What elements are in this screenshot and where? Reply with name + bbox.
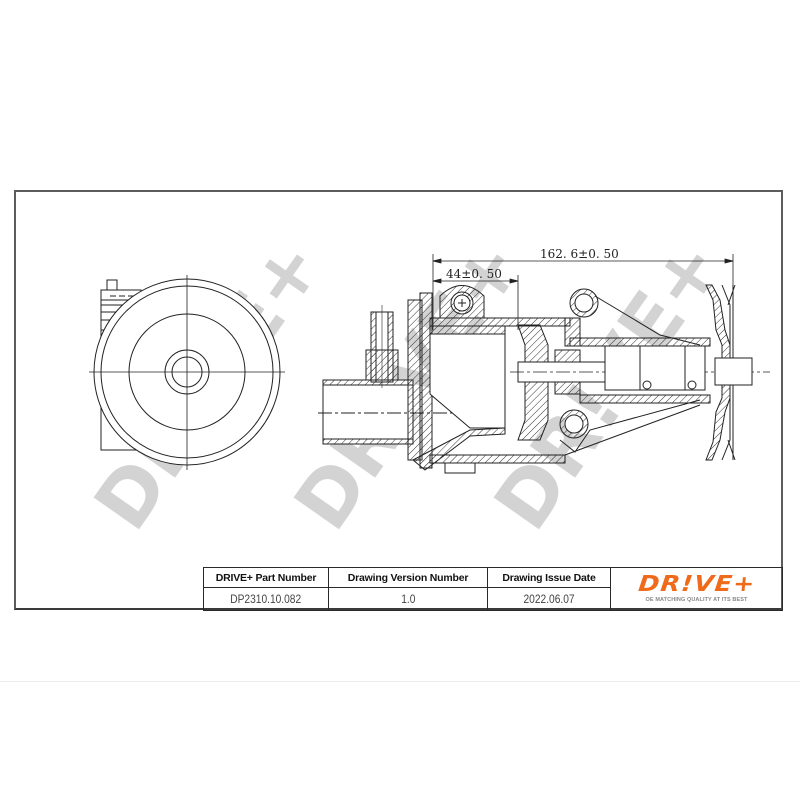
value-part-number: DP2310.10.082	[230, 592, 302, 606]
value-version: 1.0	[400, 592, 416, 606]
brand-logo: DR!VE+ OE MATCHING QUALITY AT ITS BEST	[611, 568, 782, 610]
cell-part-number: DP2310.10.082	[204, 588, 329, 610]
header-issue-date: Drawing Issue Date	[488, 568, 611, 588]
page-separator	[0, 681, 800, 682]
drawing-frame	[14, 190, 783, 610]
cell-version: 1.0	[329, 588, 488, 610]
logo-wordmark: DR!VE+	[636, 572, 757, 597]
cell-issue-date: 2022.06.07	[488, 588, 611, 610]
dimension-label-offset: 44±0. 50	[446, 267, 502, 281]
header-part-number: DRIVE+ Part Number	[204, 568, 329, 588]
value-issue-date: 2022.06.07	[523, 592, 575, 606]
dimension-label-overall: 162. 6±0. 50	[540, 247, 619, 261]
title-block: DRIVE+ Part Number Drawing Version Numbe…	[203, 567, 783, 611]
logo-tagline: OE MATCHING QUALITY AT ITS BEST	[645, 597, 748, 603]
pulley-front-view	[89, 275, 285, 470]
water-pump-section-view	[318, 284, 770, 474]
dimension-overall-length	[432, 254, 734, 330]
header-version: Drawing Version Number	[329, 568, 488, 588]
